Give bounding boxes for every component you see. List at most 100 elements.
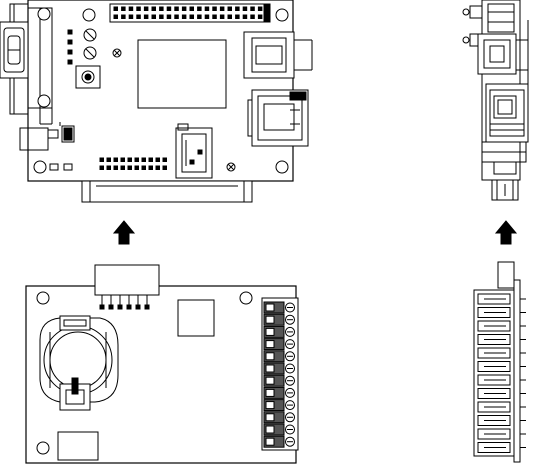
lower-pin <box>106 157 111 162</box>
lower-pin <box>134 157 139 162</box>
header-pin <box>121 6 126 11</box>
battery-holder <box>39 315 119 411</box>
side-terminal <box>477 428 511 440</box>
lower-pin <box>148 157 153 162</box>
expansion-pin <box>135 304 141 310</box>
terminal-opening <box>265 327 275 336</box>
header-pin <box>235 6 240 11</box>
mount-hole <box>275 8 289 22</box>
header-pin <box>189 6 194 11</box>
header-pin <box>151 14 156 19</box>
side-terminal <box>477 334 511 345</box>
lower-pin <box>162 165 167 170</box>
header-pin <box>219 14 225 19</box>
header-pin <box>181 14 187 19</box>
expansion-pin <box>99 304 105 310</box>
push-button <box>75 65 101 89</box>
smd-component <box>63 163 73 171</box>
terminal-opening <box>265 437 275 446</box>
header-pins <box>109 3 271 23</box>
mount-hole <box>239 291 253 305</box>
sd-card-slot <box>175 123 213 179</box>
header-pin <box>257 14 263 19</box>
expansion-top-connector <box>94 264 160 296</box>
side-terminal <box>477 388 511 399</box>
header-pin <box>151 6 156 11</box>
serial-connector <box>0 3 53 125</box>
header-pin <box>227 14 232 19</box>
header-pin <box>166 6 172 11</box>
side-terminal <box>477 374 511 386</box>
header-pin <box>128 6 134 11</box>
lower-pin <box>120 165 125 170</box>
expansion-pin <box>144 304 150 310</box>
terminal-opening <box>265 315 275 324</box>
potentiometer <box>83 46 97 60</box>
bottom-connector <box>81 180 253 203</box>
mount-hole <box>82 8 96 22</box>
header-pin <box>197 14 202 19</box>
mount-hole <box>36 291 50 305</box>
terminal-opening <box>265 364 275 373</box>
side-terminal <box>477 347 511 359</box>
expansion-pin <box>126 304 132 310</box>
header-pin <box>212 6 217 11</box>
header-pin <box>159 6 164 11</box>
header-pin <box>250 14 255 19</box>
header-pin <box>113 6 118 11</box>
mount-hole <box>33 160 47 174</box>
lower-pin <box>127 157 132 162</box>
header-pin <box>197 6 202 11</box>
lower-pin <box>148 165 153 170</box>
terminal-opening <box>265 340 275 349</box>
header-pin <box>121 14 126 19</box>
lower-pin <box>113 157 118 162</box>
expansion-pin <box>117 304 123 310</box>
mount-arrow-right <box>494 220 518 245</box>
expansion-side-connector <box>497 261 515 289</box>
mount-hole <box>275 160 289 174</box>
small-chip <box>177 299 215 337</box>
led-pins <box>67 29 73 65</box>
lower-pin <box>99 157 104 162</box>
main-chip <box>137 39 227 109</box>
header-pin <box>212 14 217 19</box>
lower-pin <box>127 165 132 170</box>
main-board-top-view <box>0 0 313 203</box>
usb-port <box>243 31 313 79</box>
header-pin <box>242 6 248 11</box>
lower-header-pins <box>99 157 167 170</box>
terminal-opening <box>265 425 275 434</box>
header-pin <box>136 6 141 11</box>
expansion-side-terminals <box>473 289 515 457</box>
side-terminal <box>477 442 511 453</box>
lower-pin <box>120 157 125 162</box>
header-pin <box>174 6 179 11</box>
terminal-block <box>261 297 299 451</box>
header-pin <box>204 14 210 19</box>
side-terminal <box>477 415 511 426</box>
expansion-connector-pins <box>99 295 150 310</box>
jumper-block <box>19 122 75 151</box>
side-terminal <box>477 361 511 372</box>
mount-arrow-left <box>112 220 136 245</box>
smd-component <box>49 163 59 171</box>
header-pin <box>235 14 240 19</box>
lower-pin <box>141 157 146 162</box>
lower-pin <box>155 157 160 162</box>
terminal-opening <box>265 413 275 422</box>
potentiometer <box>83 28 97 42</box>
terminal-opening <box>265 388 275 397</box>
header-pin <box>257 6 263 11</box>
header-key <box>263 3 271 23</box>
lower-pin <box>113 165 118 170</box>
header-pin <box>174 14 179 19</box>
header-pin <box>227 6 232 11</box>
header-pin <box>113 14 118 19</box>
header-pin <box>181 6 187 11</box>
header-pin <box>159 14 164 19</box>
screw <box>112 48 122 58</box>
side-terminal <box>477 307 511 318</box>
